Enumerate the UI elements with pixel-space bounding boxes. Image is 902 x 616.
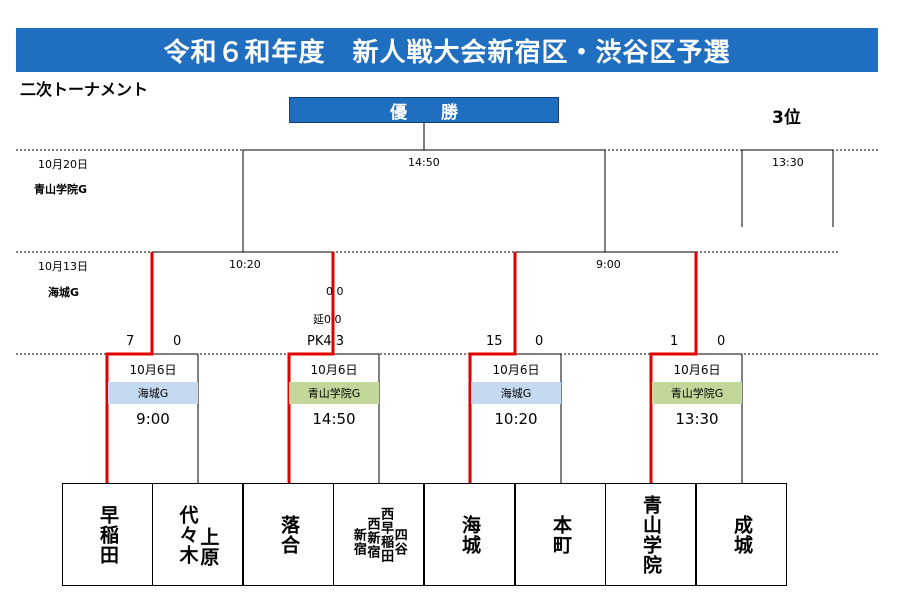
semi-right-time: 9:00	[596, 258, 621, 271]
match-3-date: 10月6日	[492, 363, 540, 377]
team-name: 西新宿	[364, 516, 380, 559]
team-name: 新宿	[350, 527, 366, 556]
team-cell-4: 新宿 西新宿 西早稲田 四谷	[333, 483, 424, 586]
match-4-venue: 青山学院G	[652, 382, 742, 404]
semi-left-score-pk: PK4 3	[307, 334, 345, 349]
match-3-venue: 海城G	[471, 382, 561, 404]
match-1-score-left: 7	[126, 334, 135, 349]
semi-left-score-regular: 0 0	[326, 285, 344, 298]
match-4-time: 13:30	[675, 410, 719, 428]
semi-date: 10月13日	[38, 260, 88, 273]
third-place-time: 13:30	[772, 156, 804, 169]
team-name: 成城	[730, 514, 753, 555]
champion-box: 優 勝	[289, 97, 559, 123]
final-date: 10月20日	[38, 158, 88, 171]
page-title: 令和６和年度 新人戦大会新宿区・渋谷区予選	[16, 28, 878, 72]
team-name: 代々木	[176, 504, 199, 565]
match-4-date: 10月6日	[673, 363, 721, 377]
semi-venue: 海城G	[48, 286, 80, 299]
match-3-time: 10:20	[494, 410, 538, 428]
dotted-separators	[16, 149, 878, 355]
match-1-venue: 海城G	[108, 382, 198, 404]
bracket-winner-lines	[105, 252, 698, 483]
team-name: 落合	[277, 514, 300, 555]
semi-left-time: 10:20	[229, 258, 261, 271]
match-2-venue: 青山学院G	[289, 382, 379, 404]
team-cell-1: 早稲田	[62, 483, 153, 586]
match-1-date: 10月6日	[129, 363, 177, 377]
team-cell-2: 代々木 上原	[152, 483, 243, 586]
final-venue: 青山学院G	[34, 183, 88, 196]
team-name: 本町	[549, 514, 572, 555]
third-place-label: 3位	[772, 108, 801, 128]
match-2-time: 14:50	[312, 410, 356, 428]
team-name: 早稲田	[96, 504, 119, 565]
team-name: 四谷	[391, 527, 407, 556]
match-1-time: 9:00	[136, 410, 170, 428]
team-name: 西早稲田	[378, 506, 394, 563]
team-cell-5: 海城	[424, 483, 515, 586]
team-cell-6: 本町	[515, 483, 606, 586]
match-4-score-left: 1	[670, 334, 679, 349]
semi-left-score-extra: 延0 0	[313, 313, 342, 326]
match-3-score-right: 0	[535, 334, 544, 349]
team-name: 青山学院	[639, 494, 662, 575]
team-cell-7: 青山学院	[605, 483, 696, 586]
match-4-score-right: 0	[717, 334, 726, 349]
team-name: 上原	[197, 526, 220, 567]
match-1-score-right: 0	[173, 334, 182, 349]
team-cell-3: 落合	[243, 483, 334, 586]
match-3-score-left: 15	[486, 334, 503, 349]
tournament-stage-label: 二次トーナメント	[20, 80, 149, 99]
bracket-black-lines	[152, 123, 834, 483]
team-name: 海城	[458, 514, 481, 555]
final-time: 14:50	[408, 156, 440, 169]
team-cell-8: 成城	[696, 483, 787, 586]
match-2-date: 10月6日	[310, 363, 358, 377]
